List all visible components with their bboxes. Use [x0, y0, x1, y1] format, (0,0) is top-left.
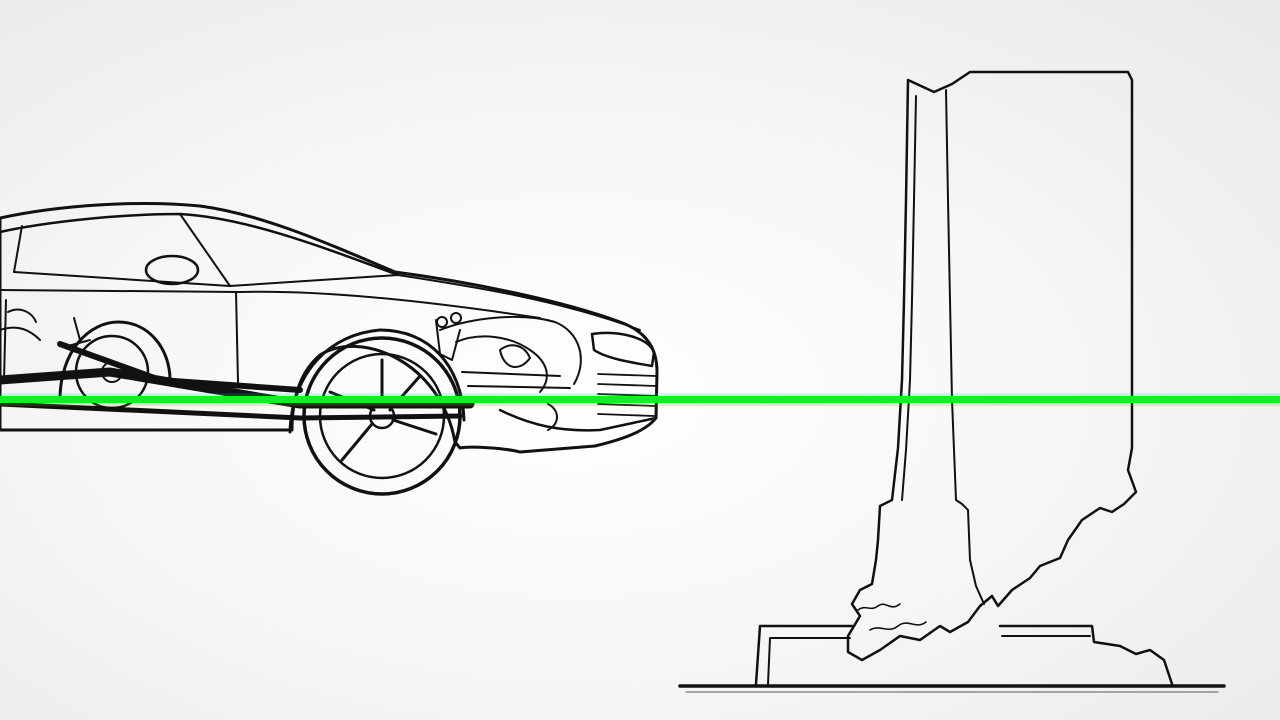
headlight [590, 331, 656, 368]
front-grille [597, 373, 657, 417]
indiana-state-outline [846, 70, 1138, 662]
base-pedestal [678, 624, 1226, 693]
side-mirror [144, 254, 200, 286]
rear-suspension [0, 308, 91, 347]
pedestal-step-inner [767, 635, 1091, 685]
indiana-inner-stroke [945, 89, 985, 605]
engine-components [435, 312, 582, 431]
indiana-wavy-detail [857, 603, 927, 631]
front-bumper [498, 408, 658, 432]
car-window-outline [0, 212, 400, 277]
drive-shaft [57, 341, 303, 393]
car-beltline [0, 289, 541, 319]
indiana-left-stroke [901, 95, 917, 501]
car-door-line [3, 291, 239, 383]
car-hood-line [397, 274, 641, 331]
green-scan-line [0, 396, 1280, 403]
indiana-outline [846, 70, 1138, 662]
pedestal-step [754, 624, 1174, 686]
chassis-rail [0, 367, 475, 409]
front-wheel-arch [288, 328, 466, 434]
chassis-rail-lower [0, 401, 463, 421]
car-window-pillar [13, 213, 399, 287]
green-scan-line-glow [0, 393, 1280, 406]
car-illustration [0, 201, 659, 496]
